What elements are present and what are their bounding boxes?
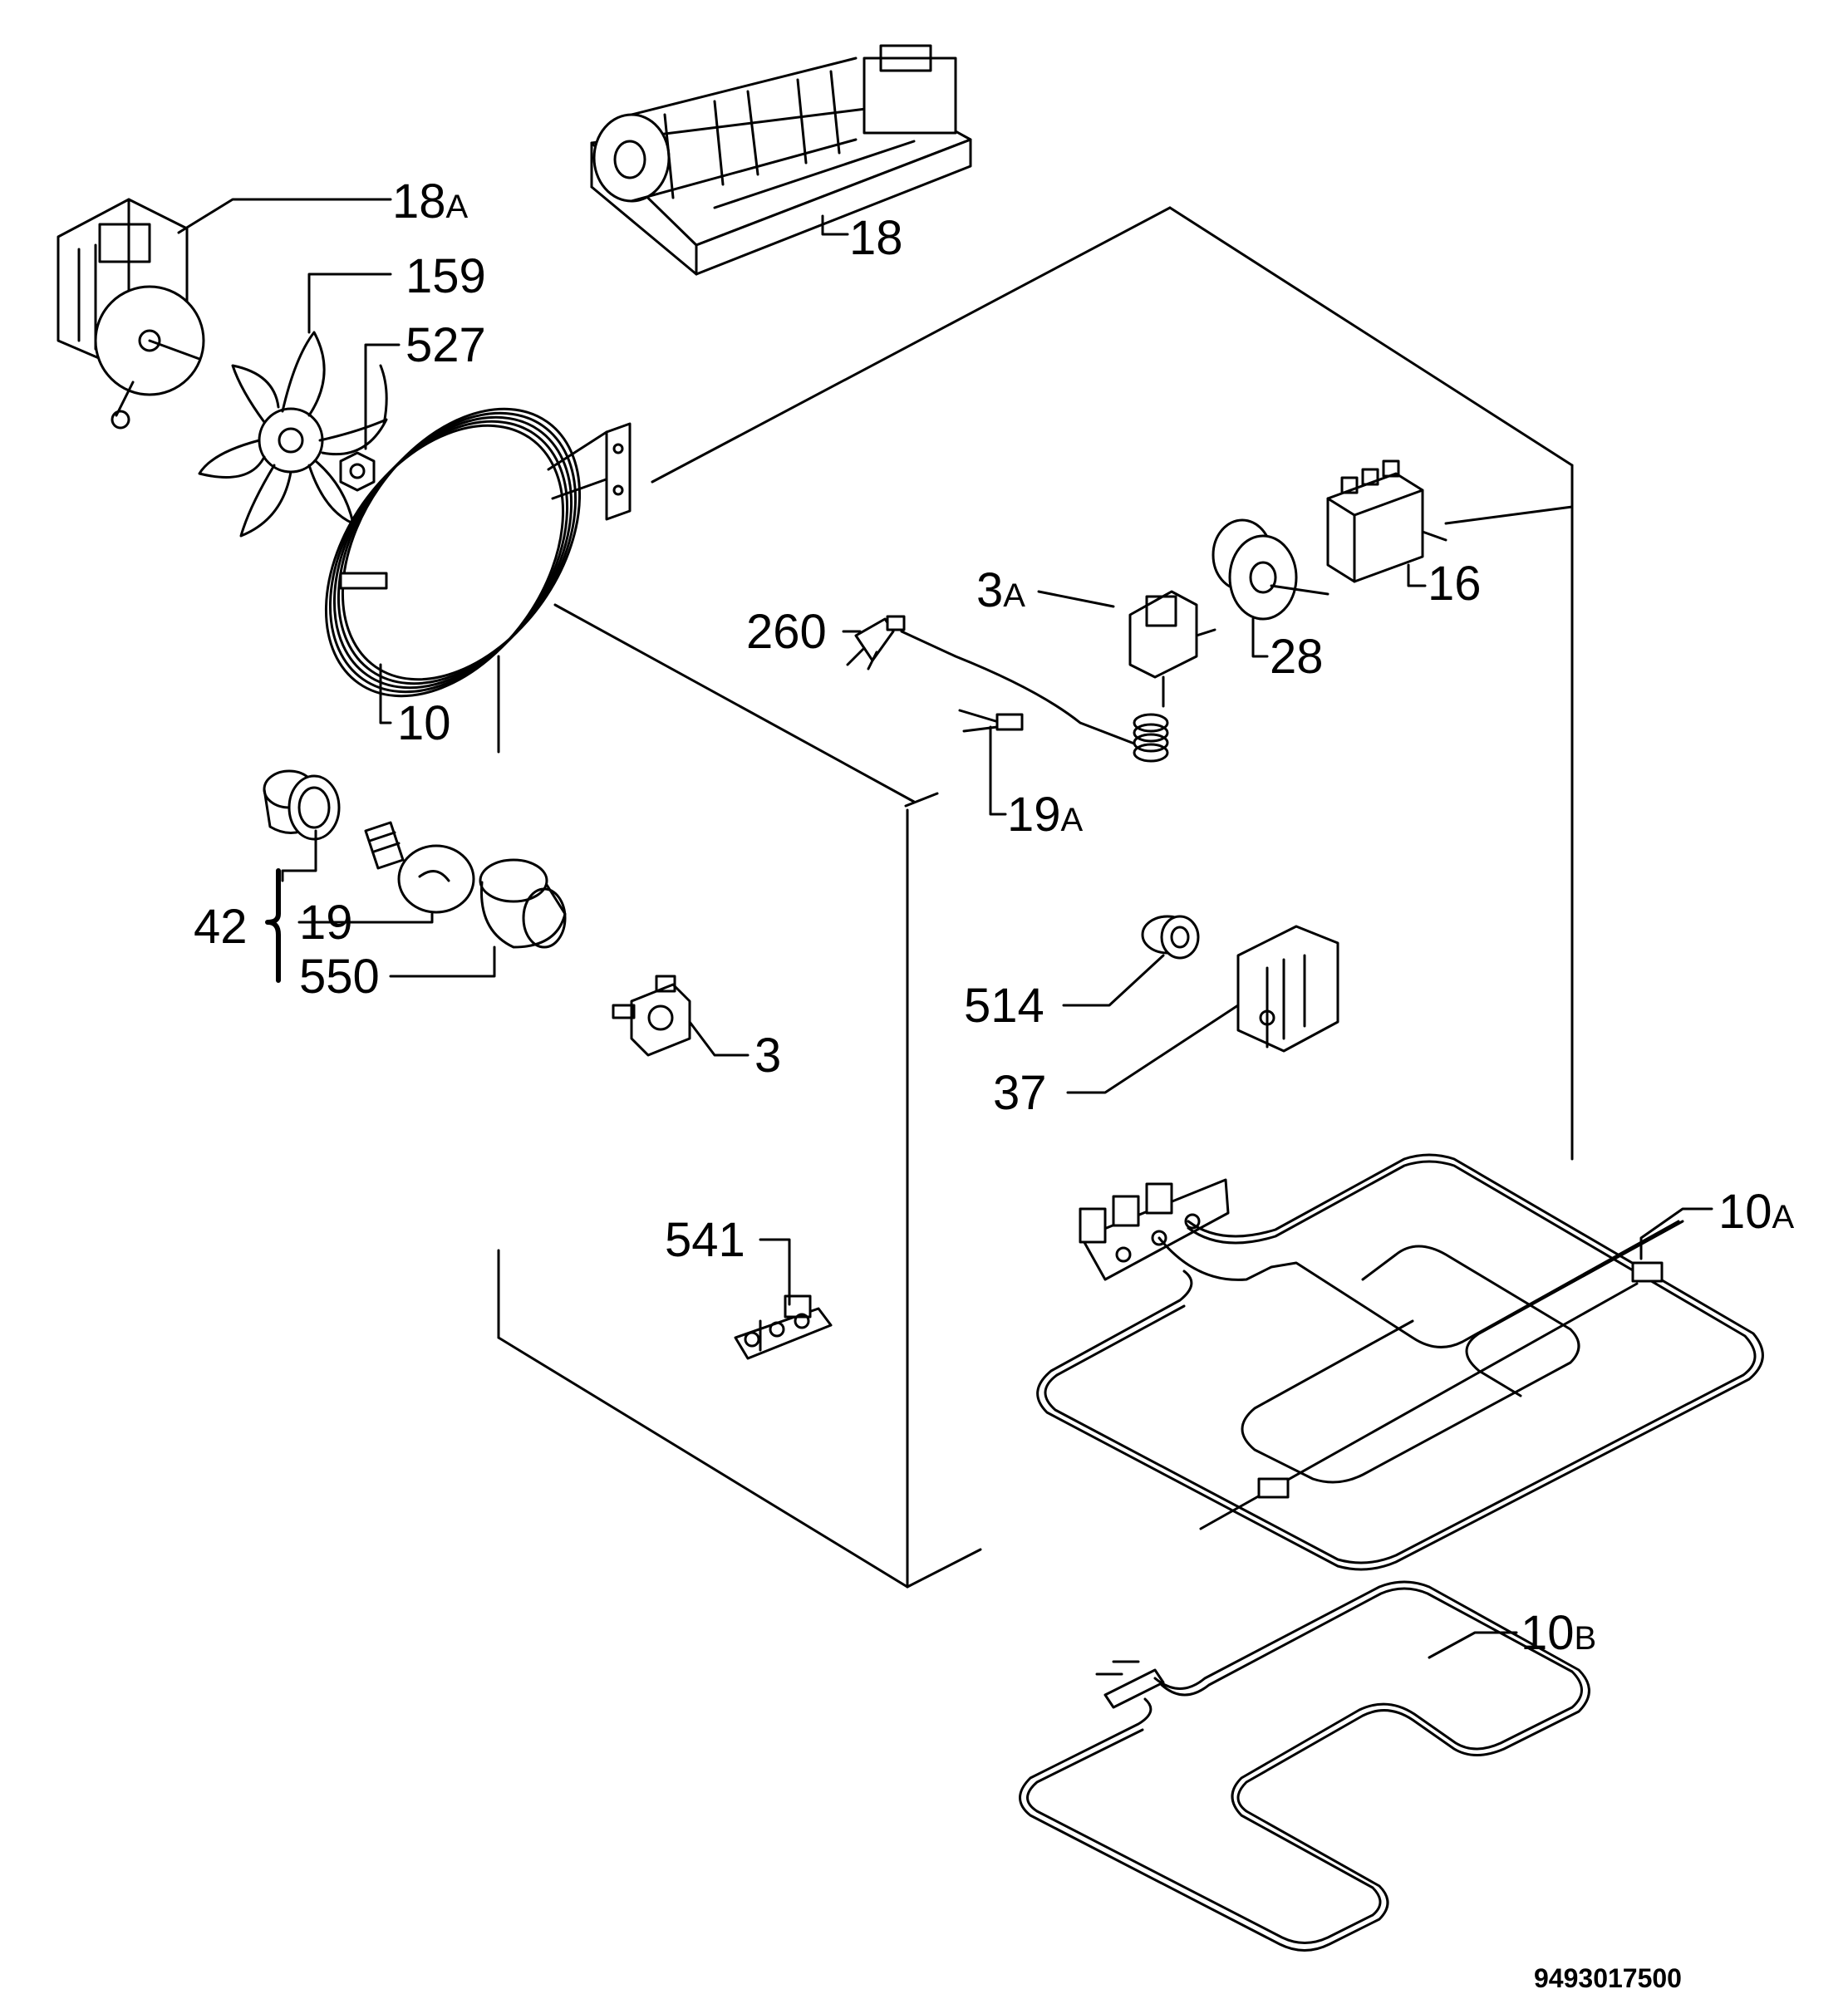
leader-10b bbox=[1428, 1631, 1518, 1659]
label-19a: 19A bbox=[1007, 788, 1084, 842]
label-514: 514 bbox=[964, 979, 1044, 1033]
part-260-bulb-clip[interactable] bbox=[846, 617, 895, 670]
part-labels: 18A 159 527 18 10 3A 260 28 16 19A 42 19… bbox=[194, 174, 1795, 1993]
label-10: 10 bbox=[397, 696, 451, 750]
label-18: 18 bbox=[849, 211, 903, 265]
leaders-514-37 bbox=[1062, 954, 1240, 1094]
leader-541 bbox=[759, 1238, 791, 1306]
part-550-lamp-cover[interactable] bbox=[479, 858, 567, 949]
leaders-lamp bbox=[265, 829, 496, 983]
part-159-fan-blade[interactable] bbox=[198, 331, 388, 538]
leader-10 bbox=[379, 663, 392, 724]
leaders-thermostat bbox=[842, 590, 1115, 816]
part-541-terminal-block[interactable] bbox=[734, 1294, 833, 1360]
part-42-lamp-holder[interactable] bbox=[263, 769, 341, 841]
part-16-selector-switch[interactable] bbox=[1326, 459, 1447, 583]
label-541: 541 bbox=[665, 1213, 745, 1267]
label-42: 42 bbox=[194, 900, 248, 954]
part-10-circular-element[interactable] bbox=[277, 365, 632, 741]
reference-number: 9493017500 bbox=[1534, 1963, 1682, 1993]
part-28-knob[interactable] bbox=[1212, 518, 1329, 621]
leader-10a bbox=[1639, 1207, 1713, 1260]
label-18a: 18A bbox=[392, 174, 469, 228]
leader-159 bbox=[307, 273, 392, 334]
part-3-switch[interactable] bbox=[612, 975, 691, 1057]
leader-527 bbox=[364, 343, 401, 450]
part-10a-grill-element[interactable] bbox=[1036, 1153, 1764, 1571]
part-527-nut[interactable] bbox=[339, 364, 388, 492]
label-10a: 10A bbox=[1718, 1185, 1795, 1239]
label-19: 19 bbox=[299, 896, 353, 950]
label-3a: 3A bbox=[976, 563, 1025, 617]
label-550: 550 bbox=[299, 950, 380, 1004]
part-18a-fan-motor[interactable] bbox=[57, 198, 205, 430]
label-159: 159 bbox=[405, 249, 486, 303]
leader-3 bbox=[688, 1020, 750, 1057]
leader-18a bbox=[177, 198, 392, 234]
part-37-terminal-holder[interactable] bbox=[1236, 925, 1339, 1053]
part-18-tangential-fan[interactable] bbox=[590, 44, 972, 276]
leader-16 bbox=[1407, 563, 1427, 587]
part-514-grommet[interactable] bbox=[1141, 915, 1200, 960]
label-527: 527 bbox=[405, 318, 486, 372]
part-3a-thermostat[interactable] bbox=[886, 590, 1216, 763]
leader-28 bbox=[1251, 617, 1269, 658]
label-3: 3 bbox=[754, 1029, 781, 1083]
label-260: 260 bbox=[746, 605, 827, 659]
label-28: 28 bbox=[1270, 630, 1324, 684]
part-19-lamp-bulb[interactable] bbox=[364, 821, 475, 914]
label-10b: 10B bbox=[1521, 1606, 1596, 1660]
label-16: 16 bbox=[1428, 557, 1482, 611]
oven-cabinet-outline bbox=[497, 206, 1574, 1589]
part-10b-bottom-element[interactable] bbox=[1019, 1580, 1590, 1952]
label-37: 37 bbox=[993, 1066, 1047, 1120]
leader-18 bbox=[821, 214, 849, 236]
